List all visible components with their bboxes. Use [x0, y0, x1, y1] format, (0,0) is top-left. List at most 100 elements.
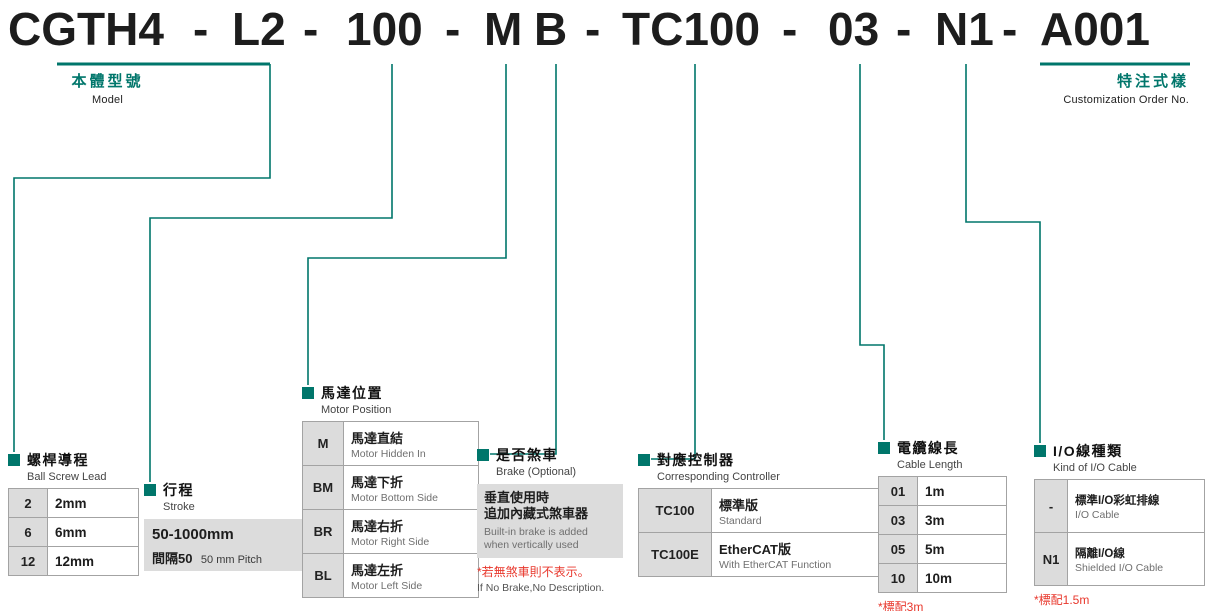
customization-heading: 特注式樣 Customization Order No. — [959, 70, 1189, 106]
brake-line-en: Built-in brake is added — [484, 526, 588, 538]
model-hyphen: - — [585, 3, 601, 55]
table-row: TC100E EtherCAT版 With EtherCAT Function — [638, 532, 882, 577]
table-row: 03 3m — [878, 505, 1007, 535]
code-cell: M — [302, 421, 344, 466]
desc-zh: 隔離I/O線 — [1075, 547, 1125, 560]
desc-cell: 馬達左折 Motor Left Side — [343, 553, 479, 598]
value-cell: 10m — [917, 563, 1007, 593]
code-cell: 12 — [8, 546, 48, 576]
desc-zh: 標準版 — [719, 497, 759, 513]
section-title-zh: 螺桿導程 — [27, 452, 89, 468]
connector-io-cable — [965, 64, 1041, 443]
section-title-zh: 馬達位置 — [321, 385, 383, 401]
desc-en: Motor Bottom Side — [351, 491, 438, 504]
value-cell: 12mm — [47, 546, 139, 576]
desc-cell: 標準版 Standard — [711, 488, 882, 533]
section-cable-length: 電纜線長 Cable Length 01 1m 03 3m 05 5m 10 1… — [878, 441, 1007, 611]
stroke-pitch-en: 50 mm Pitch — [200, 554, 263, 566]
table-row: 12 12mm — [8, 546, 139, 576]
section-bullet-icon — [1034, 445, 1046, 457]
desc-zh: 標準I/O彩虹排線 — [1075, 494, 1160, 507]
code-cell: 05 — [878, 534, 918, 564]
section-title-zh: 是否煞車 — [496, 447, 558, 463]
table-row: 05 5m — [878, 534, 1007, 564]
table-row: BM 馬達下折 Motor Bottom Side — [302, 465, 479, 510]
code-cell: N1 — [1034, 532, 1068, 586]
code-cell: 6 — [8, 517, 48, 547]
section-bullet-icon — [638, 454, 650, 466]
model-hyphen: - — [445, 3, 461, 55]
section-controller: 對應控制器 Corresponding Controller TC100 標準版… — [638, 453, 882, 577]
brake-line-en: when vertically used — [484, 539, 579, 551]
code-cell: - — [1034, 479, 1068, 533]
model-hyphen: - — [896, 3, 912, 55]
io-cable-table: - 標準I/O彩虹排線 I/O Cable N1 隔離I/O線 Shielded… — [1034, 479, 1205, 586]
section-title-en: Corresponding Controller — [657, 471, 780, 483]
section-bullet-icon — [477, 449, 489, 461]
connector-brake — [490, 64, 557, 455]
section-brake: 是否煞車 Brake (Optional) 垂直使用時 追加內藏式煞車器 Bui… — [477, 448, 623, 594]
brake-line-zh: 追加內藏式煞車器 — [484, 506, 589, 521]
value-cell: 2mm — [47, 488, 139, 518]
desc-zh: 馬達下折 — [351, 474, 404, 490]
io-note-zh: *標配1.5m — [1034, 593, 1090, 607]
stroke-pitch: 間隔50 50 mm Pitch — [152, 548, 294, 568]
customization-heading-zh: 特注式樣 — [1116, 73, 1189, 90]
desc-zh: 馬達左折 — [351, 562, 404, 578]
table-row: BL 馬達左折 Motor Left Side — [302, 553, 479, 598]
value-cell: 3m — [917, 505, 1007, 535]
section-title-en: Brake (Optional) — [496, 466, 577, 478]
section-bullet-icon — [302, 387, 314, 399]
cable-note-zh: *標配3m — [878, 600, 924, 611]
section-title-en: Kind of I/O Cable — [1053, 462, 1137, 474]
model-segment-io: N1 — [935, 3, 994, 55]
desc-zh: 馬達右折 — [351, 518, 404, 534]
value-cell: 5m — [917, 534, 1007, 564]
model-hyphen: - — [1002, 3, 1018, 55]
ball-screw-lead-table: 2 2mm 6 6mm 12 12mm — [8, 488, 139, 576]
model-segment-motor: M — [484, 3, 523, 55]
model-number: CGTH4 - L2 - 100 - M B - TC100 - 03 - N1… — [0, 2, 1205, 64]
section-title-zh: 電纜線長 — [897, 440, 959, 456]
desc-cell: 馬達下折 Motor Bottom Side — [343, 465, 479, 510]
section-title-en: Motor Position — [321, 404, 392, 416]
section-title-en: Ball Screw Lead — [27, 471, 107, 483]
model-segment-custom: A001 — [1040, 3, 1150, 55]
connector-motor-position — [307, 64, 507, 385]
section-motor-position: 馬達位置 Motor Position M 馬達直結 Motor Hidden … — [302, 386, 479, 598]
stroke-range: 50-1000mm — [152, 526, 234, 543]
model-heading: 本體型號 Model — [50, 70, 165, 106]
desc-en: With EtherCAT Function — [719, 558, 832, 571]
desc-zh: EtherCAT版 — [719, 541, 791, 557]
value-cell: 6mm — [47, 517, 139, 547]
code-cell: BM — [302, 465, 344, 510]
brake-description-box: 垂直使用時 追加內藏式煞車器 Built-in brake is added w… — [477, 484, 623, 558]
section-title-zh: 對應控制器 — [657, 452, 735, 468]
desc-en: I/O Cable — [1075, 508, 1120, 521]
desc-cell: 隔離I/O線 Shielded I/O Cable — [1067, 532, 1205, 586]
model-hyphen: - — [782, 3, 798, 55]
table-row: 01 1m — [878, 476, 1007, 506]
stroke-pitch-zh: 間隔50 — [152, 551, 193, 566]
section-title-zh: I/O線種類 — [1053, 443, 1123, 459]
section-title-en: Stroke — [163, 501, 195, 513]
brake-note-zh: *若無煞車則不表示。 — [477, 565, 590, 579]
cable-length-table: 01 1m 03 3m 05 5m 10 10m — [878, 476, 1007, 593]
controller-table: TC100 標準版 Standard TC100E EtherCAT版 With… — [638, 488, 882, 577]
table-row: 2 2mm — [8, 488, 139, 518]
model-heading-zh: 本體型號 — [71, 73, 144, 90]
table-row: TC100 標準版 Standard — [638, 488, 882, 533]
connector-controller — [651, 64, 696, 460]
section-bullet-icon — [8, 454, 20, 466]
model-segment-cable: 03 — [828, 3, 880, 55]
code-cell: BL — [302, 553, 344, 598]
motor-position-table: M 馬達直結 Motor Hidden In BM 馬達下折 Motor Bot… — [302, 421, 479, 598]
stroke-range-box: 50-1000mm 間隔50 50 mm Pitch — [144, 519, 302, 571]
section-title-zh: 行程 — [163, 482, 194, 498]
table-row: - 標準I/O彩虹排線 I/O Cable — [1034, 479, 1205, 533]
model-segment-series: CGTH4 — [8, 3, 164, 55]
section-title-en: Cable Length — [897, 459, 963, 471]
section-bullet-icon — [878, 442, 890, 454]
table-row: 6 6mm — [8, 517, 139, 547]
